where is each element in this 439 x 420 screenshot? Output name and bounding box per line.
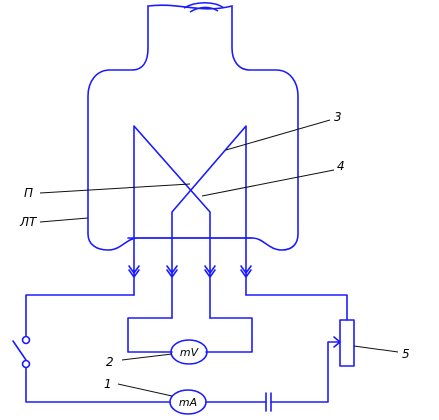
- heating-right-wire: [270, 341, 341, 403]
- label-2: 2: [106, 355, 114, 369]
- filament-right-branch: [171, 125, 247, 271]
- mv-loop-wire-right: [205, 317, 253, 353]
- heating-top-right-wire: [245, 294, 348, 321]
- label-1: 1: [104, 377, 112, 391]
- rheostat-slider-arrow: [333, 336, 341, 348]
- millivoltmeter: [170, 339, 208, 365]
- filament-left-branch: [133, 125, 211, 271]
- lamp-neck-break-inner: [189, 6, 219, 13]
- leader-p: [39, 183, 191, 194]
- switch-contact-top: [21, 335, 31, 345]
- leader-lt: [39, 217, 89, 223]
- leader-3: [225, 119, 331, 151]
- filament-and-thermocouple: [127, 125, 253, 271]
- milliammeter-label: mA: [179, 396, 197, 409]
- leader-1: [117, 383, 173, 397]
- mv-loop-wire: [127, 317, 173, 353]
- label-4: 4: [337, 159, 345, 173]
- leader-4: [201, 169, 335, 197]
- lamp-pins: [128, 265, 252, 319]
- label-lt: ЛТ: [19, 215, 38, 229]
- lamp-neck-break: [183, 1, 225, 9]
- rheostat: [339, 319, 355, 367]
- switch-blade: [12, 340, 27, 361]
- leader-2: [121, 353, 173, 361]
- heating-bottom-wire: [25, 367, 171, 403]
- label-p: П: [24, 186, 33, 200]
- label-3: 3: [334, 110, 342, 124]
- switch-contact-bottom: [21, 359, 31, 369]
- leader-5: [353, 345, 399, 353]
- heating-left-wire: [25, 294, 135, 337]
- label-5: 5: [402, 347, 410, 361]
- millivoltmeter-label: mV: [180, 346, 200, 359]
- lamp-bulb-outline: [87, 4, 299, 251]
